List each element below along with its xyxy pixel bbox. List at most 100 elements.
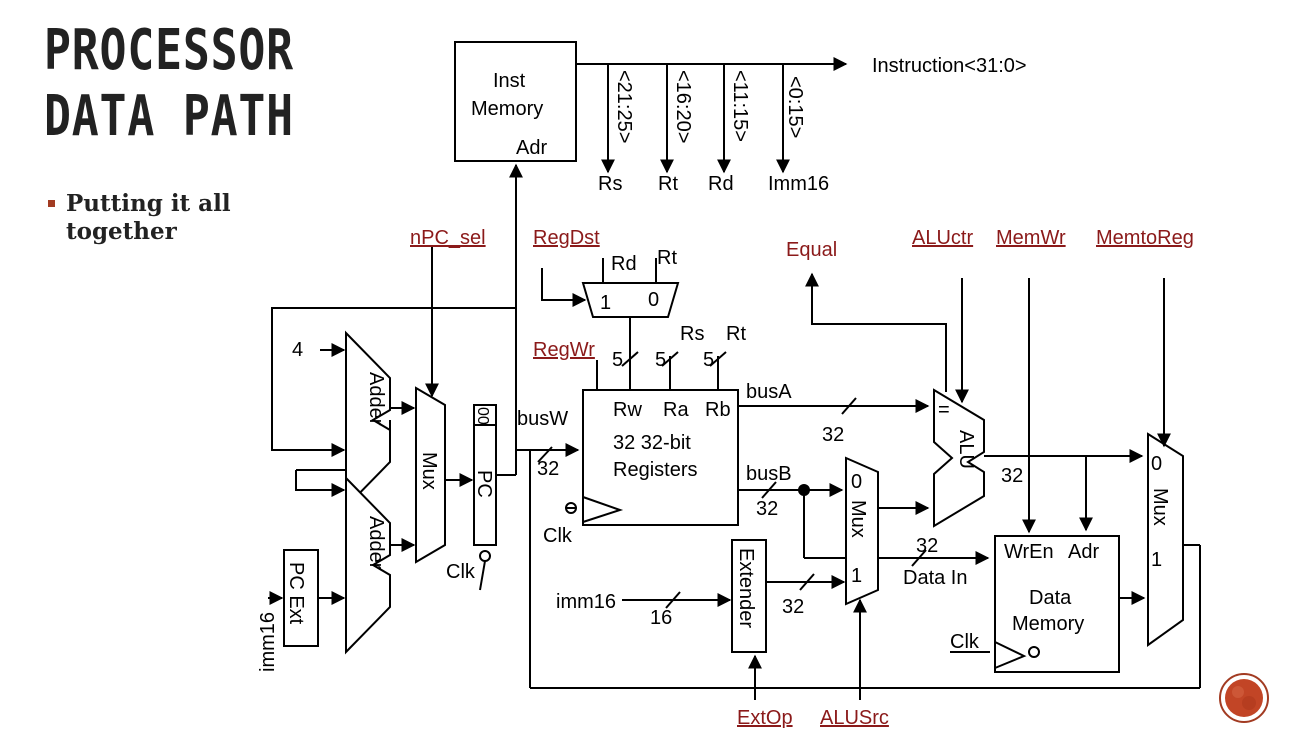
width-32-busw: 32 — [537, 458, 559, 480]
alusrc-mux-in1: 1 — [851, 565, 862, 587]
width-16: 16 — [650, 607, 672, 629]
adder-bottom — [345, 475, 391, 655]
field-label-rd: <11:15> — [729, 70, 751, 142]
regfile-clk: Clk — [543, 525, 573, 547]
regfile-rb: Rb — [705, 399, 731, 421]
field-label-rs: <21:25> — [613, 70, 635, 143]
width-5a: 5 — [612, 349, 623, 371]
bullet-square-icon — [48, 200, 55, 207]
alusrc-mux-label: Mux — [847, 500, 869, 538]
field-label-rt: <16:20> — [672, 70, 694, 143]
bullet-item: Putting it all together — [48, 190, 266, 246]
control-npc-sel: nPC_sel — [410, 227, 486, 249]
regdst-wire — [541, 268, 587, 307]
control-alusrc: ALUSrc — [820, 707, 889, 729]
reg-input-rs: Rs — [680, 323, 704, 345]
slash-ext — [799, 573, 815, 591]
adder-top-label: Adder — [365, 372, 387, 426]
field-output-rd: Rd — [708, 173, 734, 195]
adder-bottom-label: Adder — [365, 516, 387, 570]
regfile-clk-triangle — [582, 496, 624, 523]
bus-b-label: busB — [746, 463, 792, 485]
regfile-ra: Ra — [663, 399, 689, 421]
regfile-label-2: Registers — [613, 459, 697, 481]
bus-w-label: busW — [517, 408, 568, 430]
regdst-sel-0: 0 — [648, 289, 659, 311]
pc-ext-label: PC Ext — [285, 562, 307, 625]
field-label-imm16: <0:15> — [784, 76, 806, 138]
dmem-clk-bubble — [1028, 646, 1040, 658]
bullet-text: Putting it all together — [66, 190, 231, 245]
slash-busw — [537, 446, 553, 463]
control-equal: Equal — [786, 239, 837, 261]
reg-input-rt: Rt — [726, 323, 746, 345]
bus-a-label: busA — [746, 381, 792, 403]
slash-din — [911, 549, 927, 567]
regdst-mux — [581, 282, 680, 318]
control-extop: ExtOp — [737, 707, 793, 729]
pc-mux-label: Mux — [418, 452, 440, 490]
regfile-rw: Rw — [613, 399, 642, 421]
dmem-adr: Adr — [1068, 541, 1099, 563]
dmem-clk-triangle — [994, 641, 1027, 669]
control-memtoreg: MemtoReg — [1096, 227, 1194, 249]
extender-box — [731, 539, 767, 653]
inst-memory-port-adr: Adr — [516, 137, 547, 159]
title-line-1: PROCESSOR — [44, 18, 294, 83]
pc-clk-wire — [479, 560, 486, 591]
memtoreg-mux — [1147, 432, 1184, 647]
slide-title: PROCESSOR DATA PATH — [44, 18, 294, 150]
pc-feedback-wire — [271, 307, 516, 457]
instruction-bus-label: Instruction<31:0> — [872, 55, 1027, 77]
data-memory-box — [994, 535, 1120, 673]
inst-memory-box — [454, 41, 577, 162]
slash-5a — [621, 351, 639, 367]
control-regwr: RegWr — [533, 339, 595, 361]
slide-badge-icon — [1219, 673, 1269, 723]
dmem-label-1: Data — [1029, 587, 1072, 609]
control-regdst: RegDst — [533, 227, 600, 249]
field-output-rt: Rt — [658, 173, 678, 195]
pc-imm16-label: imm16 — [257, 612, 279, 672]
equal-wire — [805, 272, 947, 392]
alu-label: ALU — [955, 430, 977, 469]
control-aluctr: ALUctr — [912, 227, 973, 249]
slash-busb — [761, 481, 777, 499]
alusrc-mux-in0: 0 — [851, 471, 862, 493]
inst-memory-label-1: Inst — [493, 70, 526, 92]
wb-mux-label: Mux — [1149, 488, 1171, 526]
width-32-busa: 32 — [822, 424, 844, 446]
wb-mux-in0: 0 — [1151, 453, 1162, 475]
register-file-box — [582, 389, 739, 526]
dmem-data-in: Data In — [903, 567, 967, 589]
field-output-rs: Rs — [598, 173, 622, 195]
pc-label: PC — [473, 470, 495, 498]
alu-shape — [933, 388, 985, 528]
width-5b: 5 — [655, 349, 666, 371]
pc-bits-label: 00 — [474, 407, 491, 425]
wb-mux-in1: 1 — [1151, 549, 1162, 571]
slash-busa — [841, 397, 857, 415]
pc-mux — [415, 386, 446, 564]
inst-memory-label-2: Memory — [471, 98, 543, 120]
extender-label: Extender — [735, 548, 757, 628]
field-output-imm16: Imm16 — [768, 173, 829, 195]
dmem-clk: Clk — [950, 631, 980, 653]
regdst-in-rt: Rt — [657, 247, 677, 269]
constant-four: 4 — [292, 339, 303, 361]
regfile-label-1: 32 32-bit — [613, 432, 691, 454]
title-line-2: DATA PATH — [44, 84, 294, 149]
slash-5c — [709, 351, 727, 367]
width-32-ext: 32 — [782, 596, 804, 618]
pc-clk-label: Clk — [446, 561, 476, 583]
width-32-busb: 32 — [756, 498, 778, 520]
slash-16 — [665, 591, 681, 609]
width-32-din: 32 — [916, 535, 938, 557]
alu-equal-sign: = — [938, 399, 950, 421]
dmem-label-2: Memory — [1012, 613, 1084, 635]
slash-5b — [661, 351, 679, 367]
regdst-in-rd: Rd — [611, 253, 637, 275]
width-5c: 5 — [703, 349, 714, 371]
width-32-alu: 32 — [1001, 465, 1023, 487]
